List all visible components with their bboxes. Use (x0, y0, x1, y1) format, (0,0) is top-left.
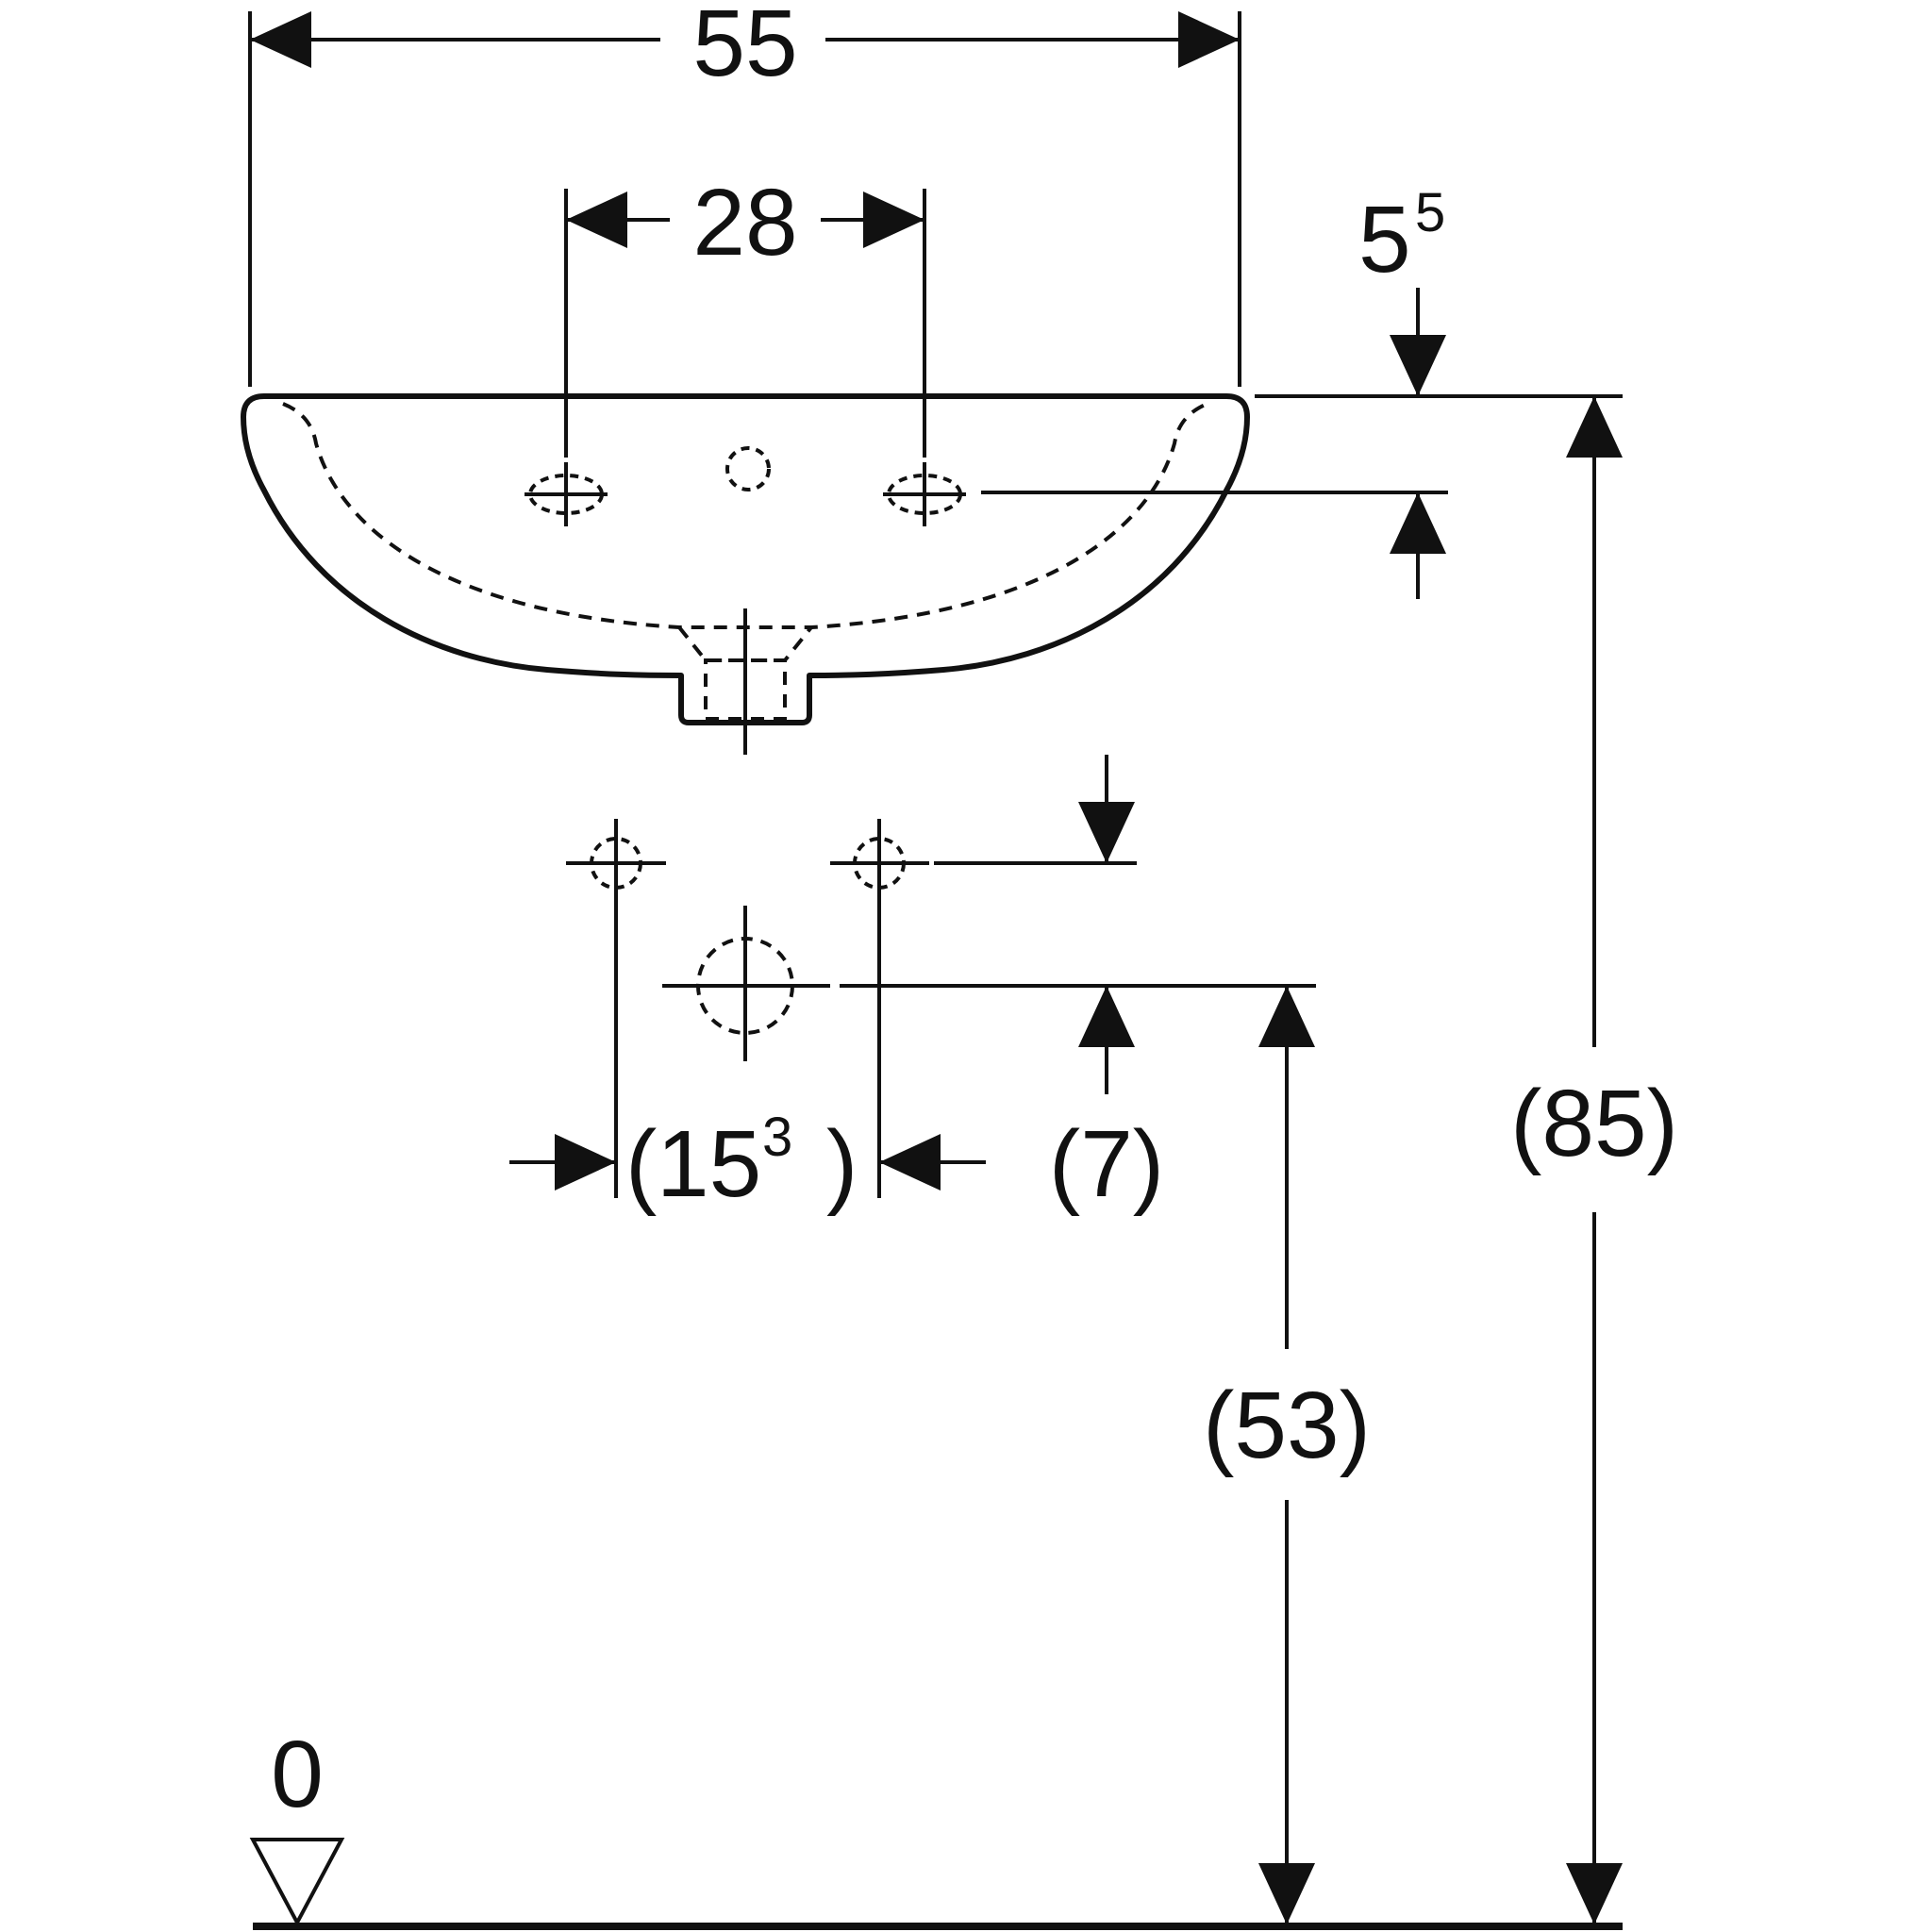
supply-spacing-label: ( 15 3 ) (625, 1107, 858, 1217)
waste-connection (662, 906, 830, 1061)
supply-connection-left (566, 819, 666, 908)
supply-above-waste-label: (7) (1049, 1111, 1164, 1217)
tap-hole-left (525, 462, 608, 526)
extension-lines (248, 11, 1623, 1198)
tap-hole-spacing-label: 28 (692, 170, 797, 275)
rim-to-tap-holes-label: 5 5 (1358, 182, 1445, 292)
overflow-hole (725, 446, 771, 491)
svg-text:5: 5 (1415, 182, 1445, 243)
tap-hole-right (883, 462, 966, 526)
waste-height-label: (53) (1203, 1373, 1371, 1478)
rim-height-label: (85) (1510, 1071, 1678, 1176)
svg-text:): ) (826, 1111, 858, 1217)
svg-text:3: 3 (762, 1107, 792, 1168)
svg-text:5: 5 (1358, 187, 1411, 292)
overall-width-label: 55 (692, 0, 797, 96)
floor-level-label: 0 (271, 1722, 324, 1827)
supply-connection-right (830, 819, 929, 908)
dimension-lines (250, 38, 1596, 1924)
floor-level-symbol (249, 1838, 345, 1927)
arrowheads (250, 11, 1623, 1924)
svg-text:(: ( (625, 1111, 657, 1217)
svg-text:15: 15 (657, 1111, 761, 1217)
